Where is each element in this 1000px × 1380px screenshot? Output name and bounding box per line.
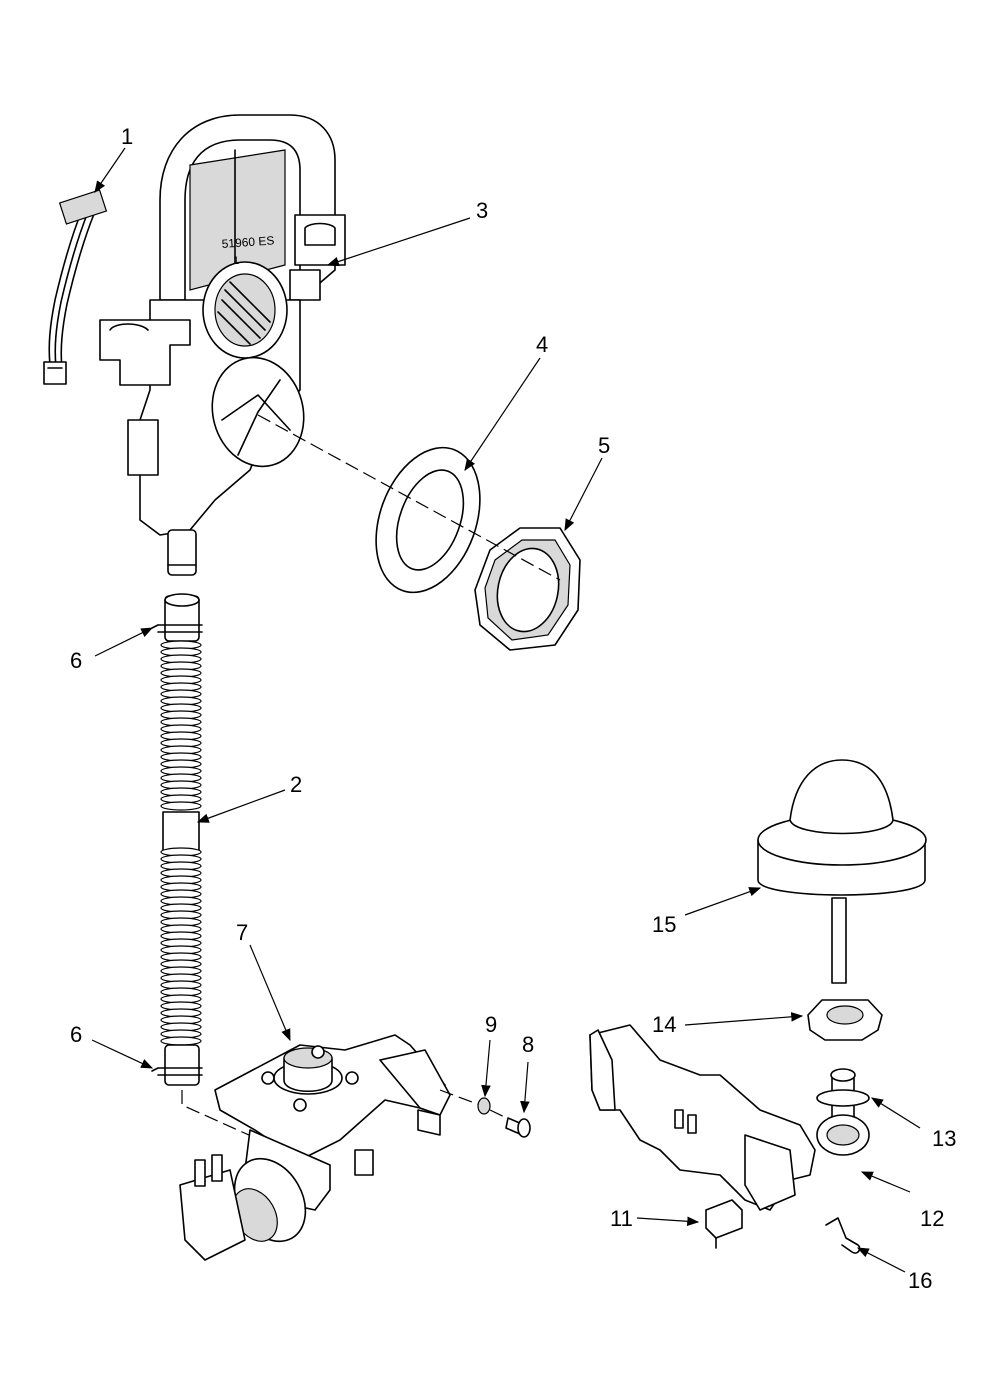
callout-14: 14: [652, 1012, 677, 1037]
housing: [99, 114, 346, 576]
screw: [505, 1117, 531, 1138]
callout-6-lower: 6: [70, 1022, 83, 1047]
leader-11: [636, 1216, 700, 1227]
leader-7: [249, 944, 291, 1042]
inlet-valve: [179, 1034, 451, 1261]
leader-6b: [91, 1039, 154, 1069]
leader-4: [464, 357, 541, 471]
leader-16: [856, 1247, 906, 1273]
leader-14: [684, 1012, 804, 1026]
leader-2: [196, 789, 286, 823]
callout-9: 9: [485, 1012, 498, 1037]
retaining-clip: [825, 1217, 861, 1254]
housing-sub-code: 1: [233, 255, 239, 267]
housing-code: 51960 ES: [221, 233, 275, 251]
hose-corrugations-lower: [160, 847, 202, 1046]
callout-16: 16: [908, 1268, 933, 1293]
washer: [477, 1097, 491, 1115]
callout-5: 5: [598, 433, 611, 458]
float: [757, 759, 927, 984]
callout-8: 8: [522, 1032, 535, 1057]
float-switch-bracket: [589, 1024, 870, 1211]
wire-harness: [43, 189, 108, 385]
callout-2: 2: [290, 772, 303, 797]
gasket-ring: [375, 446, 481, 594]
hose-assembly: [151, 593, 203, 1086]
hex-ring: [474, 527, 581, 651]
leader-9: [481, 1039, 491, 1098]
micro-switch: [705, 1199, 743, 1249]
leader-1: [94, 147, 126, 193]
callout-6-upper: 6: [70, 648, 83, 673]
hose-corrugations-upper: [160, 640, 202, 811]
callout-7: 7: [236, 920, 249, 945]
callout-1: 1: [121, 124, 134, 149]
leader-12: [860, 1171, 911, 1193]
hose-rib: [160, 1036, 202, 1046]
nut: [807, 999, 883, 1041]
leader-3: [326, 217, 471, 267]
callout-15: 15: [652, 912, 677, 937]
leader-13: [870, 1097, 921, 1129]
leader-5: [564, 457, 603, 532]
callout-11: 11: [610, 1206, 633, 1231]
callout-13: 13: [932, 1126, 957, 1151]
callout-12: 12: [920, 1206, 945, 1231]
leader-6a: [94, 627, 154, 657]
callout-3: 3: [476, 198, 489, 223]
leader-lines: [91, 147, 921, 1273]
callout-4: 4: [536, 332, 549, 357]
leader-15: [684, 887, 762, 916]
hose-rib: [160, 801, 202, 811]
leader-8: [520, 1061, 530, 1114]
